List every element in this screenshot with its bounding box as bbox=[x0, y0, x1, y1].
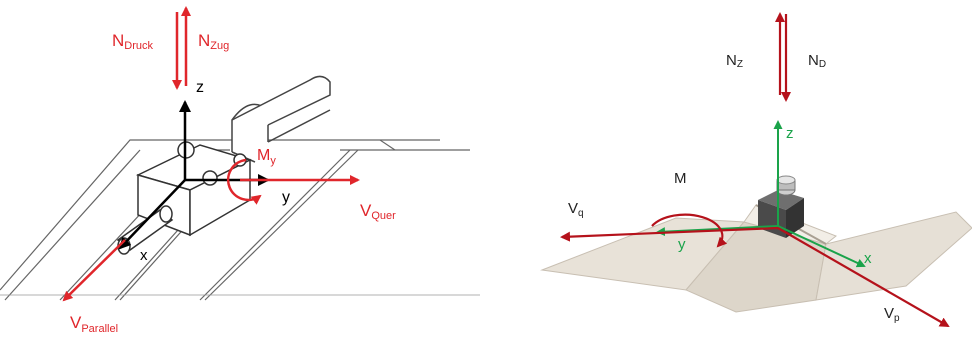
n-druck-label: NDruck bbox=[112, 31, 154, 52]
roof-sheet-lines bbox=[0, 139, 480, 301]
m-label: M bbox=[674, 170, 687, 187]
left-diagram-svg: NDruck NZug z My y VQuer x VParallel bbox=[0, 6, 480, 335]
m-y-label: My bbox=[257, 147, 276, 167]
v-p-label: Vp bbox=[884, 305, 900, 324]
axis-x-arrow-right bbox=[777, 225, 866, 268]
roof-sheets bbox=[540, 204, 972, 313]
n-d-label: ND bbox=[808, 52, 826, 70]
v-q-arrow bbox=[560, 226, 779, 242]
right-diagram: NZ ND z M Vq y x Vp bbox=[486, 0, 972, 338]
v-quer-label: VQuer bbox=[360, 201, 396, 222]
n-zug-label: NZug bbox=[198, 31, 229, 52]
right-axes bbox=[656, 120, 866, 268]
left-diagram: NDruck NZug z My y VQuer x VParallel bbox=[0, 6, 480, 335]
m-moment-arrow bbox=[651, 213, 728, 248]
v-p-arrow bbox=[777, 227, 950, 327]
n-z-label: NZ bbox=[726, 52, 743, 70]
seam-rail bbox=[231, 75, 331, 163]
m-y-moment-arrow bbox=[226, 158, 262, 205]
axis-y-label-right: y bbox=[678, 236, 686, 253]
v-parallel-arrow bbox=[62, 239, 126, 302]
left-forces bbox=[62, 6, 360, 302]
axis-z-label-right: z bbox=[786, 125, 794, 142]
axis-y-arrow-right bbox=[656, 225, 779, 237]
axis-x-arrow bbox=[118, 179, 186, 250]
axis-z-label: z bbox=[196, 79, 204, 96]
right-forces bbox=[560, 12, 950, 327]
axis-x-label-right: x bbox=[864, 250, 872, 267]
right-diagram-svg: NZ ND z M Vq y x Vp bbox=[540, 12, 972, 327]
axis-x-label: x bbox=[140, 247, 148, 264]
axis-y-label: y bbox=[282, 189, 290, 206]
v-q-label: Vq bbox=[568, 200, 584, 219]
v-parallel-label: VParallel bbox=[70, 313, 118, 335]
